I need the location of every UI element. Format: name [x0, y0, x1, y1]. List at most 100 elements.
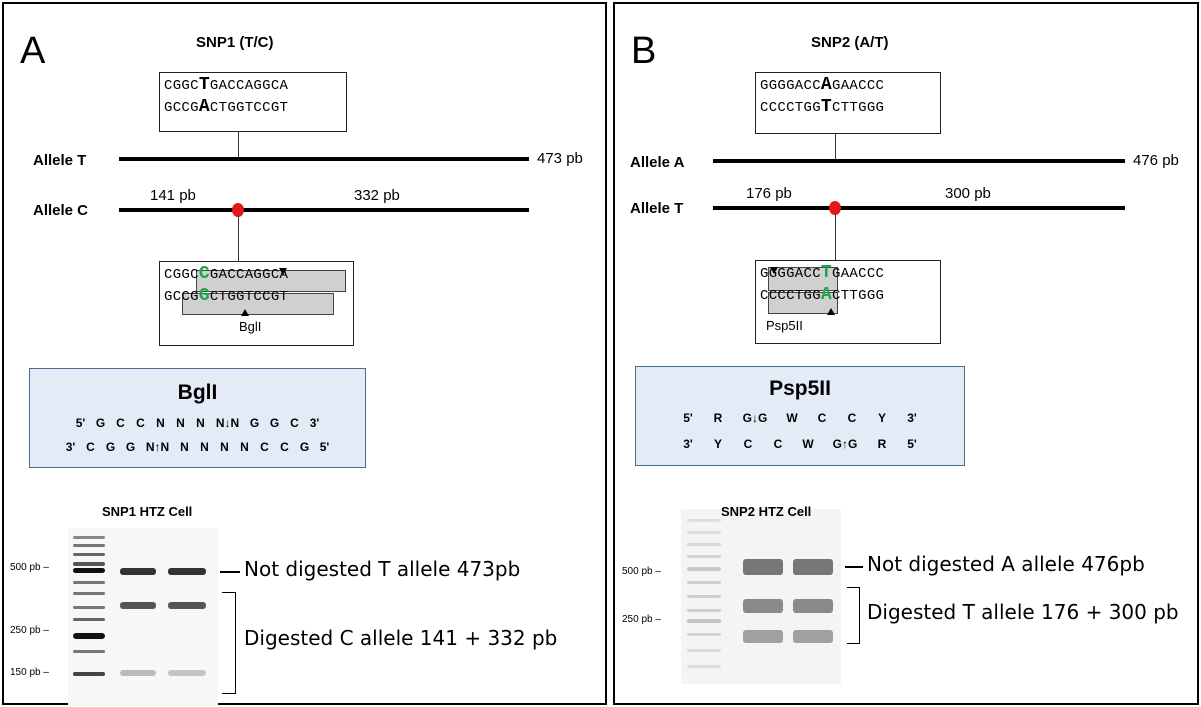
wildtype-sequence-box: CGGCTGACCAGGCA GCCGACTGGTCCGT [159, 72, 347, 132]
ladder-band [73, 650, 105, 653]
digested-annotation: Digested T allele 176 + 300 pb [867, 600, 1179, 624]
ladder-band [73, 618, 105, 621]
enzyme-name: Psp5II [769, 377, 831, 400]
amplicon-size: 473 pb [537, 150, 583, 167]
fragment-size: 141 pb [150, 187, 196, 204]
ladder-band [687, 619, 721, 623]
ladder-band [687, 543, 721, 546]
allele-line [713, 206, 1125, 210]
sequence-bottom-strand: GCCGGCTGGTCCGT [164, 286, 289, 306]
digested-bracket [222, 592, 236, 694]
marker-label: 500 pb – [10, 562, 49, 573]
restriction-site-box: CGGCCGACCAGGCA GCCGGCTGGTCCGT BglI [159, 261, 354, 346]
sequence-bottom-strand: CCCCTGGTCTTGGG [760, 97, 885, 117]
undigested-annotation: Not digested A allele 476pb [867, 552, 1145, 576]
marker-label: 500 pb – [622, 566, 661, 577]
recognition-site-top [196, 270, 346, 292]
connector-line [835, 214, 836, 260]
sequence-top-strand: CGGCCGACCAGGCA [164, 264, 289, 284]
ladder-band [73, 562, 105, 566]
cut-site-arrow [241, 309, 249, 316]
sample-band [793, 559, 833, 575]
snp-title: SNP1 (T/C) [196, 34, 274, 51]
ladder-band [687, 609, 721, 612]
sample-band [120, 670, 156, 676]
ladder-band [687, 581, 721, 584]
fragment-size: 300 pb [945, 185, 991, 202]
ladder-band [687, 595, 721, 598]
panel-letter: B [631, 30, 657, 72]
annotation-dash [845, 566, 863, 568]
gel-image [68, 528, 218, 706]
snp-marker [232, 203, 244, 217]
panel-letter: A [20, 30, 46, 72]
ladder-band [73, 672, 105, 676]
recognition-site-bottom [768, 292, 838, 314]
enzyme-label: Psp5II [766, 318, 803, 333]
sample-band [168, 568, 206, 575]
allele-label: Allele A [630, 154, 685, 171]
digested-annotation: Digested C allele 141 + 332 pb [244, 626, 558, 650]
ladder-band [73, 536, 105, 539]
amplicon-size: 476 pb [1133, 152, 1179, 169]
sequence-top-strand: GGGGACCAGAACCC [760, 75, 885, 95]
cut-site-arrow [279, 268, 287, 275]
recognition-site-top [768, 267, 838, 291]
connector-line [238, 216, 239, 261]
ladder-band [73, 592, 105, 595]
gel-title: SNP1 HTZ Cell [102, 504, 193, 519]
connector-line [238, 132, 239, 157]
ladder-band [687, 633, 721, 636]
sequence-top-strand: CGGCTGACCAGGCA [164, 75, 289, 95]
cut-site-arrow [770, 267, 778, 274]
marker-label: 250 pb – [10, 625, 49, 636]
panel-b: B SNP2 (A/T) GGGGACCAGAACCC CCCCTGGTCTTG… [613, 2, 1199, 705]
gel-image [681, 509, 841, 684]
panel-a: A SNP1 (T/C) CGGCTGACCAGGCA GCCGACTGGTCC… [2, 2, 607, 706]
ladder-band [73, 544, 105, 547]
ladder-band [73, 553, 105, 556]
sample-band [168, 670, 206, 676]
sample-band [168, 602, 206, 609]
allele-label: Allele C [33, 202, 89, 219]
allele-line [119, 208, 529, 212]
sample-band [120, 568, 156, 575]
connector-line [835, 134, 836, 159]
marker-label: 150 pb – [10, 667, 49, 678]
sample-band [743, 599, 783, 613]
snp-marker [829, 201, 841, 215]
restriction-site-box: GGGGACCTGAACCC CCCCTGGACTTGGG Psp5II [755, 260, 941, 344]
snp-title: SNP2 (A/T) [811, 34, 889, 51]
recognition-site-bottom [182, 293, 334, 315]
wildtype-sequence-box: GGGGACCAGAACCC CCCCTGGTCTTGGG [755, 72, 941, 134]
sequence-bottom-strand: GCCGACTGGTCCGT [164, 97, 289, 117]
ladder-band [687, 567, 721, 571]
ladder-band [687, 649, 721, 652]
ladder-band [73, 581, 105, 584]
sample-band [793, 630, 833, 643]
ladder-band [687, 555, 721, 558]
allele-label: Allele T [33, 152, 87, 169]
ladder-band [73, 633, 105, 639]
enzyme-label: BglI [239, 319, 262, 334]
ladder-band [73, 606, 105, 609]
allele-label: Allele T [630, 200, 684, 217]
annotation-dash [220, 571, 240, 573]
sequence-top-strand: GGGGACCTGAACCC [760, 263, 885, 283]
ladder-band [687, 519, 721, 522]
cut-site-arrow [827, 308, 835, 315]
fragment-size: 176 pb [746, 185, 792, 202]
digested-bracket [847, 587, 860, 644]
ladder-band [687, 531, 721, 534]
sample-band [120, 602, 156, 609]
undigested-annotation: Not digested T allele 473pb [244, 557, 521, 581]
sample-band [743, 630, 783, 643]
marker-label: 250 pb – [622, 614, 661, 625]
enzyme-name: BglI [177, 381, 218, 404]
